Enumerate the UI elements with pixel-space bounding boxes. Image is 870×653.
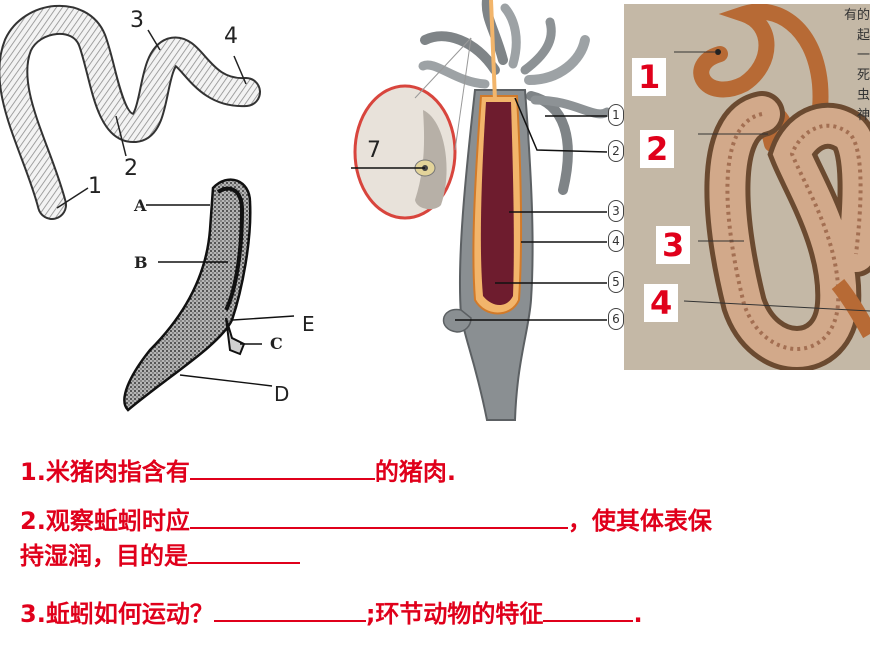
question-3-blank-2[interactable] xyxy=(543,596,634,622)
question-1-text-a: 1.米猪肉指含有 xyxy=(20,458,190,486)
leech-label-c: C xyxy=(270,334,283,353)
figure-roundworm-photo: 1 2 3 4 有的 起 一 死 虫 神 xyxy=(624,4,870,370)
question-3-text-c: . xyxy=(633,600,643,628)
photo-side-text-line: 死 xyxy=(856,68,870,83)
roundworm-drawing xyxy=(674,4,870,370)
question-2-blank-2[interactable] xyxy=(188,538,300,564)
hydra-drawing xyxy=(351,0,612,421)
question-1-line-1: 1.米猪肉指含有 的猪肉. xyxy=(20,454,456,489)
worm-label-2: 2 xyxy=(124,156,138,181)
hydra-pointer-4: 4 xyxy=(608,230,624,252)
photo-side-text-line: 神 xyxy=(856,108,870,123)
hydra-inset-label-7: 7 xyxy=(367,138,381,163)
leech-label-b: B xyxy=(134,253,148,272)
figure-hydra: 7 1 2 3 4 5 6 xyxy=(345,0,625,430)
question-3-line-1: 3.蚯蚓如何运动？ ;环节动物的特征. xyxy=(20,596,643,631)
photo-side-text-line: 虫 xyxy=(856,88,870,103)
worm-label-4: 4 xyxy=(224,24,238,49)
question-2-text-a: 2.观察蚯蚓时应 xyxy=(20,507,190,535)
question-3: 3.蚯蚓如何运动？ ;环节动物的特征. xyxy=(20,596,643,631)
hydra-pointer-1: 1 xyxy=(608,104,624,126)
leech-label-a: A xyxy=(134,196,147,215)
leech-drawing xyxy=(123,178,295,412)
photo-label-4: 4 xyxy=(644,284,679,322)
hydra-pointer-2: 2 xyxy=(608,140,624,162)
question-2-line-2: 持湿润，目的是 xyxy=(20,538,712,573)
leech-label-e: E xyxy=(302,312,315,336)
hydra-pointer-5: 5 xyxy=(608,271,624,293)
photo-label-2: 2 xyxy=(640,130,675,168)
photo-label-3: 3 xyxy=(656,226,691,264)
photo-side-text-line: 一 xyxy=(856,48,870,63)
photo-label-1: 1 xyxy=(632,58,667,96)
hydra-pointer-6: 6 xyxy=(608,308,624,330)
question-2-blank-1[interactable] xyxy=(189,503,568,529)
question-1-blank[interactable] xyxy=(189,454,375,480)
question-1-text-b: 的猪肉. xyxy=(374,458,456,486)
question-3-text-a: 3.蚯蚓如何运动？ xyxy=(20,600,214,628)
question-3-blank-1[interactable] xyxy=(213,596,366,622)
question-2-line-1: 2.观察蚯蚓时应 ，使其体表保 xyxy=(20,503,712,538)
leech-label-d: D xyxy=(274,382,290,406)
question-2-text-c: 持湿润，目的是 xyxy=(20,542,188,570)
worm-label-3: 3 xyxy=(130,8,144,33)
worm-label-1: 1 xyxy=(88,174,102,199)
photo-side-text-line: 起 xyxy=(856,28,870,43)
figure-segmented-worm: 1 2 3 4 xyxy=(0,0,270,220)
photo-side-text-line: 有的 xyxy=(843,8,870,23)
question-3-text-b: ;环节动物的特征 xyxy=(365,600,544,628)
question-2-text-b: ，使其体表保 xyxy=(567,507,712,535)
segmented-worm-drawing xyxy=(0,4,261,220)
figure-leech: A B C D E xyxy=(110,170,340,420)
question-1: 1.米猪肉指含有 的猪肉. xyxy=(20,454,456,489)
hydra-pointer-3: 3 xyxy=(608,200,624,222)
question-2: 2.观察蚯蚓时应 ，使其体表保 持湿润，目的是 xyxy=(20,503,712,573)
photo-side-text: 有的 起 一 死 虫 神 xyxy=(836,6,870,126)
